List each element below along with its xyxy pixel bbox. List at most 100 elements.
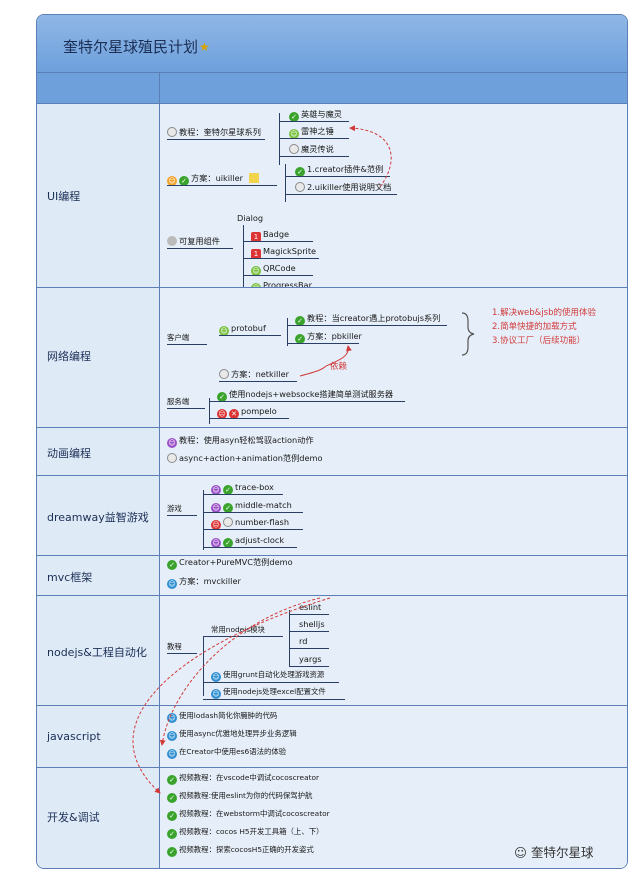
node-node-n1[interactable]: eslint bbox=[299, 602, 322, 612]
check-icon: ✓ bbox=[167, 560, 177, 570]
node-ui-t2[interactable]: ☺雷神之锤 bbox=[289, 126, 334, 139]
node-node-grunt[interactable]: ☺使用grunt自动化处理游戏资源 bbox=[211, 670, 325, 682]
node-ui-s1[interactable]: ✓1.creator插件&范例 bbox=[295, 163, 383, 177]
node-mvc-m2[interactable]: ☺方案：mvckiller bbox=[167, 576, 241, 589]
cross-icon: ✕ bbox=[229, 409, 239, 419]
face-icon: ☺ bbox=[211, 689, 221, 699]
check-icon: ✓ bbox=[223, 503, 233, 513]
row-nodejs: nodejs&工程自动化 教程 常用nodejs模块 eslint shellj… bbox=[37, 595, 627, 706]
node-ui-solution[interactable]: ☺✓方案：uikiller bbox=[167, 172, 261, 186]
smile-icon: ☺ bbox=[219, 326, 229, 336]
mindmap-board: 奎特尔星球殖民计划 ★ UI编程 教程：奎特尔星球系列 ✓英雄与魔灵 ☺雷神之锤… bbox=[36, 14, 628, 869]
node-node-n2[interactable]: shelljs bbox=[299, 619, 325, 629]
node-dev-d1[interactable]: ✓视频教程：在vscode中调试cocoscreator bbox=[167, 772, 319, 785]
check-icon: ✓ bbox=[289, 112, 299, 122]
check-icon: ✓ bbox=[223, 538, 233, 548]
node-dev-d5[interactable]: ✓视频教程：探索cocosH5正确的开发姿式 bbox=[167, 844, 314, 857]
sad-icon: ☹ bbox=[217, 409, 227, 419]
node-js-j1[interactable]: ☺使用lodash简化你臃肿的代码 bbox=[167, 711, 278, 723]
row-label: 开发&调试 bbox=[47, 811, 100, 824]
node-js-j2[interactable]: ☺使用async优雅地处理异步业务逻辑 bbox=[167, 729, 297, 741]
face-icon: ☺ bbox=[167, 438, 177, 448]
node-game-g2[interactable]: ☺✓middle-match bbox=[211, 500, 292, 513]
node-ui-reusable[interactable]: 可复用组件 bbox=[167, 235, 220, 247]
node-dev-d4[interactable]: ✓视频教程：cocos H5开发工具箱（上、下） bbox=[167, 826, 324, 839]
check-icon: ✓ bbox=[167, 829, 177, 839]
node-game-label[interactable]: 游戏 bbox=[167, 504, 182, 513]
node-js-j3[interactable]: ☺在Creator中使用es6语法的体验 bbox=[167, 747, 287, 759]
node-ui-tutorial[interactable]: 教程：奎特尔星球系列 bbox=[167, 126, 261, 138]
node-ui-t1[interactable]: ✓英雄与魔灵 bbox=[289, 108, 342, 122]
pie-icon bbox=[223, 517, 233, 527]
node-net-sv1[interactable]: ✓使用nodejs+websocke搭建简单测试服务器 bbox=[217, 388, 393, 402]
row-network: 网络编程 客户端 ☺protobuf ✓教程：当creator遇上protobu… bbox=[37, 287, 627, 428]
node-anim-a1[interactable]: ☺教程：使用asyn轻松驾驭action动作 bbox=[167, 435, 314, 448]
depends-label: 依赖 bbox=[330, 362, 348, 372]
title-bar: 奎特尔星球殖民计划 ★ bbox=[37, 15, 627, 73]
face-icon: ☺ bbox=[211, 503, 221, 513]
node-mvc-m1[interactable]: ✓Creator+PureMVC范例demo bbox=[167, 556, 293, 570]
node-node-tutorial[interactable]: 教程 bbox=[167, 642, 182, 651]
number-one-icon: 1 bbox=[251, 232, 261, 242]
check-icon: ✓ bbox=[295, 167, 305, 177]
node-anim-a2[interactable]: async+action+animation范例demo bbox=[167, 452, 323, 464]
check-icon: ✓ bbox=[167, 775, 177, 785]
row-label: UI编程 bbox=[47, 190, 81, 203]
smile-icon: ☺ bbox=[289, 129, 299, 139]
node-ui-t3[interactable]: 魔灵传说 bbox=[289, 143, 334, 155]
check-icon: ✓ bbox=[167, 811, 177, 821]
node-node-modules[interactable]: 常用nodejs模块 bbox=[211, 625, 265, 634]
node-net-netkiller[interactable]: 方案：netkiller bbox=[219, 368, 289, 380]
number-one-icon: 1 bbox=[251, 249, 261, 259]
pb-benefit-2: 2.简单快捷的加载方式 bbox=[492, 322, 577, 332]
row-label: 动画编程 bbox=[47, 447, 91, 460]
face-icon: ☺ bbox=[211, 672, 221, 682]
page-title: 奎特尔星球殖民计划 bbox=[63, 38, 199, 56]
row-label: nodejs&工程自动化 bbox=[47, 646, 147, 659]
check-icon: ✓ bbox=[217, 392, 227, 402]
sparkle-icon: ★ bbox=[199, 40, 210, 54]
check-icon: ✓ bbox=[295, 316, 305, 326]
node-game-g4[interactable]: ☺✓adjust-clock bbox=[211, 535, 285, 548]
face-icon: ☺ bbox=[167, 731, 177, 741]
node-dev-d2[interactable]: ✓视频教程:使用eslint为你的代码保驾护航 bbox=[167, 790, 312, 803]
check-icon: ✓ bbox=[167, 793, 177, 803]
check-icon: ✓ bbox=[223, 485, 233, 495]
row-dreamway: dreamway益智游戏 游戏 ☺✓trace-box ☺✓middle-mat… bbox=[37, 475, 627, 556]
node-game-g3[interactable]: ☹number-flash bbox=[211, 517, 290, 530]
row-label: 网络编程 bbox=[47, 350, 91, 363]
row-ui: UI编程 教程：奎特尔星球系列 ✓英雄与魔灵 ☺雷神之锤 魔灵传说 ☺✓方案：u… bbox=[37, 103, 627, 293]
pb-benefit-1: 1.解决web&jsb的使用体验 bbox=[492, 308, 597, 318]
note-icon bbox=[249, 173, 259, 183]
row-label: mvc框架 bbox=[47, 571, 93, 584]
pie-icon bbox=[219, 369, 229, 379]
node-node-n4[interactable]: yargs bbox=[299, 654, 322, 664]
header-row bbox=[37, 73, 627, 104]
node-game-g1[interactable]: ☺✓trace-box bbox=[211, 482, 274, 495]
pie-icon bbox=[167, 453, 177, 463]
face-icon: ☺ bbox=[211, 538, 221, 548]
face-icon: ☺ bbox=[167, 713, 177, 723]
node-dev-d3[interactable]: ✓视频教程：在webstorm中调试cocoscreator bbox=[167, 808, 330, 821]
node-net-p1[interactable]: ✓教程：当creator遇上protobujs系列 bbox=[295, 312, 440, 326]
node-net-server[interactable]: 服务端 bbox=[167, 397, 190, 406]
sad-icon: ☹ bbox=[211, 520, 221, 530]
node-node-excel[interactable]: ☺使用nodejs处理excel配置文件 bbox=[211, 687, 326, 699]
node-net-sv2[interactable]: ☹✕pompelo bbox=[217, 406, 277, 419]
node-net-protobuf[interactable]: ☺protobuf bbox=[219, 323, 266, 336]
node-ui-c3[interactable]: ☺QRCode bbox=[251, 263, 296, 276]
smile-icon: ☺ bbox=[251, 266, 261, 276]
node-net-client[interactable]: 客户端 bbox=[167, 333, 190, 342]
node-net-p2[interactable]: ✓方案：pbkiller bbox=[295, 330, 362, 344]
node-ui-c0[interactable]: Dialog bbox=[237, 213, 264, 223]
row-label: javascript bbox=[47, 730, 101, 743]
face-icon: ☺ bbox=[167, 749, 177, 759]
check-icon: ✓ bbox=[179, 176, 189, 186]
node-node-n3[interactable]: rd bbox=[299, 636, 308, 646]
pie-icon bbox=[167, 127, 177, 137]
row-animation: 动画编程 ☺教程：使用asyn轻松驾驭action动作 async+action… bbox=[37, 427, 627, 476]
watermark: ☺ 奎特尔星球 bbox=[514, 845, 594, 860]
node-ui-s2[interactable]: 2.uikiller使用说明文档 bbox=[295, 181, 391, 193]
